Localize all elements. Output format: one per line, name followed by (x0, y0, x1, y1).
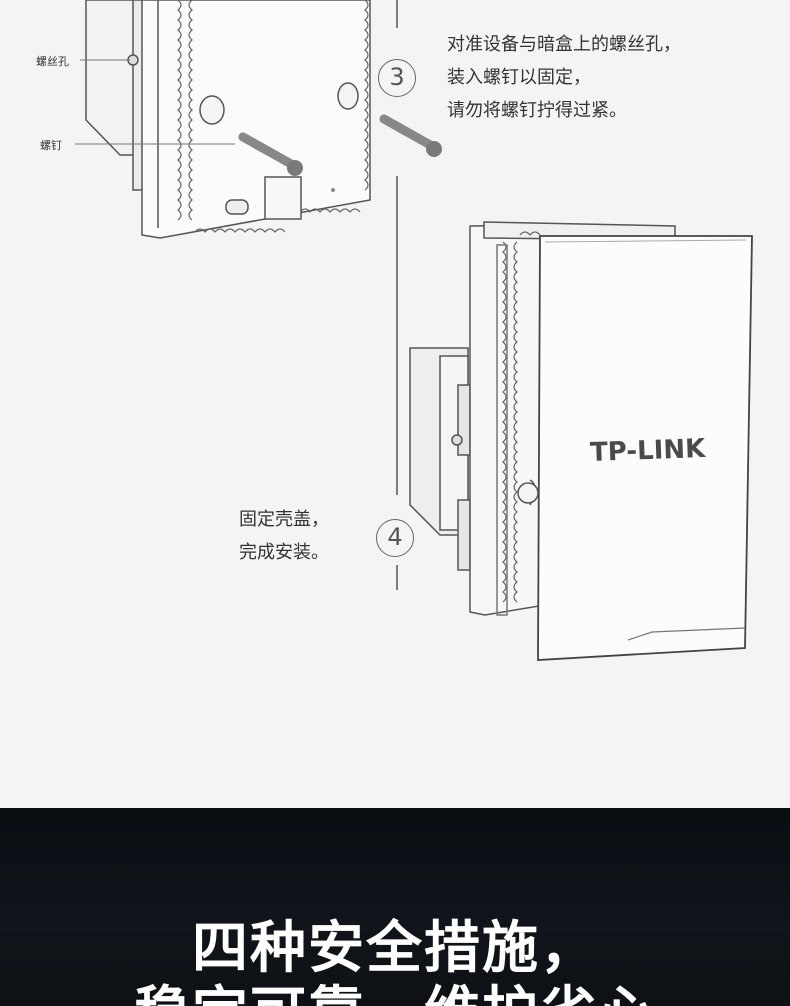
step-3-instructions: 对准设备与暗盒上的螺丝孔， 装入螺钉以固定， 请勿将螺钉拧得过紧。 (447, 28, 681, 127)
screw-label: 螺钉 (40, 139, 62, 152)
brand-logo: TP-LINK (589, 433, 706, 469)
step-4-instructions: 固定壳盖， 完成安装。 (239, 503, 329, 569)
step-4-number: 4 (376, 519, 414, 557)
screw-right (379, 114, 442, 157)
assembled-device (409, 221, 753, 661)
step-3-line-1: 对准设备与暗盒上的螺丝孔， (447, 34, 681, 55)
feature-banner: 四种安全措施， 稳定可靠，维护省心 (0, 808, 790, 1006)
step-3-number: 3 (378, 59, 416, 97)
banner-headline-line-1: 四种安全措施， (192, 916, 598, 981)
installation-drawing (75, 0, 753, 661)
installation-illustration-area: TP-LINK 螺丝孔 螺钉 3 对准设备与暗盒上的螺丝孔， 装入螺钉以固定， … (36, 0, 753, 661)
step-4-line-2: 完成安装。 (239, 542, 329, 563)
screw-left (238, 132, 303, 176)
banner-headline-line-2: 稳定可靠，维护省心 (0, 968, 790, 1006)
step-3-line-2: 装入螺钉以固定， (447, 67, 591, 88)
step-4-line-1: 固定壳盖， (239, 509, 329, 530)
step-3-line-3: 请勿将螺钉拧得过紧。 (447, 100, 627, 121)
screw-hole-label: 螺丝孔 (36, 55, 69, 68)
wall-box-device (85, 0, 371, 239)
